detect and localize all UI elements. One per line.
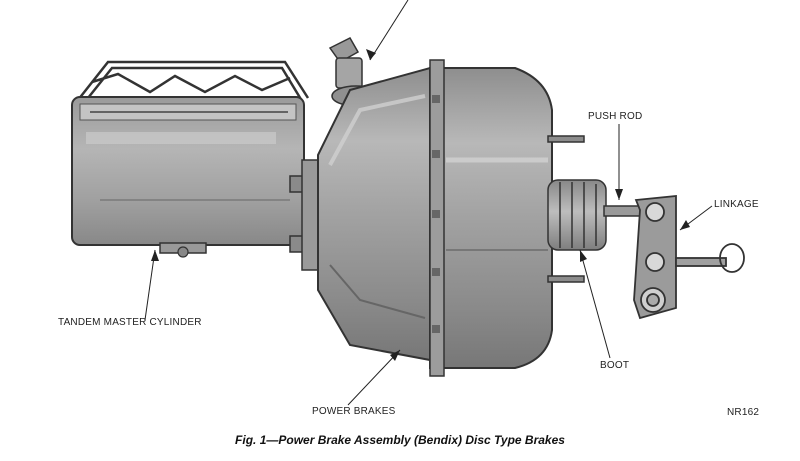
boot-label: BOOT bbox=[600, 360, 630, 371]
tandem-master-cylinder bbox=[71, 96, 305, 258]
rear-mounting-studs bbox=[547, 135, 585, 283]
tandem-master-cylinder-label: TANDEM MASTER CYLINDER bbox=[58, 317, 202, 328]
mounting-nuts bbox=[289, 159, 321, 271]
power-brake-booster bbox=[317, 59, 553, 377]
linkage bbox=[633, 195, 745, 320]
linkage-label: LINKAGE bbox=[714, 199, 759, 210]
figure-code: NR162 bbox=[727, 407, 760, 418]
push-rod bbox=[603, 205, 645, 217]
boot-bellows bbox=[547, 179, 607, 251]
figure-caption: Fig. 1—Power Brake Assembly (Bendix) Dis… bbox=[235, 433, 565, 447]
leader-lines bbox=[144, 0, 713, 406]
power-brakes-label: POWER BRAKES bbox=[312, 406, 396, 417]
reservoir-bail-clip bbox=[77, 60, 310, 104]
push-rod-label: PUSH ROD bbox=[588, 111, 643, 122]
leader-arrowheads bbox=[151, 49, 690, 361]
